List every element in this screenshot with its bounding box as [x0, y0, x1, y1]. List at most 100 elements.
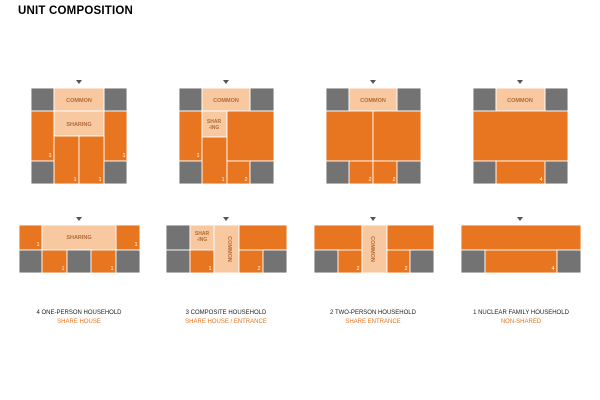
entrance-arrow-icon: [76, 217, 82, 221]
room-label: 1: [61, 266, 64, 272]
shared-space-label: -ING: [197, 237, 208, 243]
shared-space-label: SHARING: [66, 122, 91, 128]
caption-subtitle: SHARE HOUSE / ENTRANCE: [185, 319, 267, 325]
corner-block: [178, 160, 203, 185]
shared-space-label: COMMON: [369, 236, 375, 262]
room-label: 2: [392, 177, 395, 183]
entrance-arrow-icon: [370, 80, 376, 84]
corner-block: [30, 160, 55, 185]
room-label: 1: [196, 153, 199, 159]
entrance-arrow-icon: [370, 217, 376, 221]
shared-space-label: COMMON: [507, 98, 533, 104]
room-label: 1: [134, 242, 137, 248]
sharing-room: [41, 224, 117, 251]
corner-block: [544, 87, 569, 112]
private-room: [226, 110, 275, 162]
caption-title: 4 ONE-PERSON HOUSEHOLD: [36, 310, 122, 316]
shared-space-label: COMMON: [213, 98, 239, 104]
sharing-room: [189, 224, 215, 251]
room-label: 1: [48, 153, 51, 159]
private-room: [238, 224, 288, 251]
corner-block: [115, 249, 141, 274]
corner-block: [18, 249, 43, 274]
private-room: [484, 249, 558, 274]
room-label: 4: [551, 266, 554, 272]
room-label: 4: [539, 177, 542, 183]
common-corridor: [361, 224, 388, 274]
corner-block: [249, 160, 275, 185]
shared-space-label: SHAR: [207, 119, 222, 125]
corner-block: [460, 249, 486, 274]
entrance-arrow-icon: [223, 80, 229, 84]
page-title: UNIT COMPOSITION: [18, 5, 134, 17]
room-label: 1: [110, 266, 113, 272]
corner-block: [544, 160, 569, 185]
entrance-arrow-icon: [517, 217, 523, 221]
entrance-arrow-icon: [76, 80, 82, 84]
caption-title: 1 NUCLEAR FAMILY HOUSEHOLD: [473, 310, 569, 316]
room-label: 1: [208, 266, 211, 272]
room-label: 2: [404, 266, 407, 272]
corner-block: [396, 87, 422, 112]
private-room: [53, 135, 80, 185]
caption-one-person: 4 ONE-PERSON HOUSEHOLD SHARE HOUSE: [4, 309, 154, 327]
corner-block: [556, 249, 582, 274]
corner-block: [396, 160, 422, 185]
private-room: [495, 160, 546, 185]
corner-block: [325, 160, 350, 185]
private-room: [372, 110, 422, 162]
sharing-room: [53, 110, 105, 137]
plan-nuclear-family-household: COMMON 4 4: [460, 80, 582, 274]
shared-space-label: COMMON: [360, 98, 386, 104]
corner-block: [66, 249, 92, 274]
shared-space-label: SHARING: [66, 235, 91, 241]
corner-block: [249, 87, 275, 112]
shared-space-label: SHAR: [195, 231, 210, 237]
corner-block: [262, 249, 288, 274]
room-label: 1: [36, 242, 39, 248]
corner-block: [472, 87, 497, 112]
corner-block: [325, 87, 350, 112]
corner-block: [313, 249, 339, 274]
shared-space-label: COMMON: [66, 98, 92, 104]
corner-block: [472, 160, 497, 185]
entrance-arrow-icon: [517, 80, 523, 84]
room-label: 2: [356, 266, 359, 272]
caption-subtitle: SHARE ENTRANCE: [345, 319, 401, 325]
room-label: 2: [368, 177, 371, 183]
corner-block: [165, 224, 191, 251]
private-room: [325, 110, 374, 162]
private-room: [115, 224, 141, 251]
caption-title: 3 COMPOSITE HOUSEHOLD: [185, 310, 267, 316]
private-room: [313, 224, 363, 251]
caption-composite: 3 COMPOSITE HOUSEHOLD SHARE HOUSE / ENTR…: [151, 309, 301, 327]
room-label: 1: [98, 177, 101, 183]
caption-subtitle: NON-SHARED: [500, 319, 542, 325]
entrance-arrow-icon: [223, 217, 229, 221]
room-label: 2: [244, 177, 247, 183]
room-label: 1: [221, 177, 224, 183]
sharing-room: [201, 110, 228, 138]
shared-space-label: COMMON: [226, 236, 232, 262]
shared-space-label: -ING: [209, 125, 220, 131]
corner-block: [30, 87, 55, 112]
private-room: [460, 224, 582, 251]
room-label: 2: [257, 266, 260, 272]
corner-block: [103, 160, 128, 185]
corner-block: [165, 249, 191, 274]
corner-block: [103, 87, 128, 112]
corner-block: [178, 87, 203, 112]
corner-block: [409, 249, 435, 274]
private-room: [78, 135, 105, 185]
room-label: 1: [73, 177, 76, 183]
caption-two-person: 2 TWO-PERSON HOUSEHOLD SHARE ENTRANCE: [298, 309, 448, 327]
private-room: [201, 136, 228, 185]
caption-title: 2 TWO-PERSON HOUSEHOLD: [330, 310, 416, 316]
caption-subtitle: SHARE HOUSE: [57, 319, 101, 325]
private-room: [472, 110, 569, 162]
caption-nuclear-family: 1 NUCLEAR FAMILY HOUSEHOLD NON-SHARED: [446, 309, 596, 327]
